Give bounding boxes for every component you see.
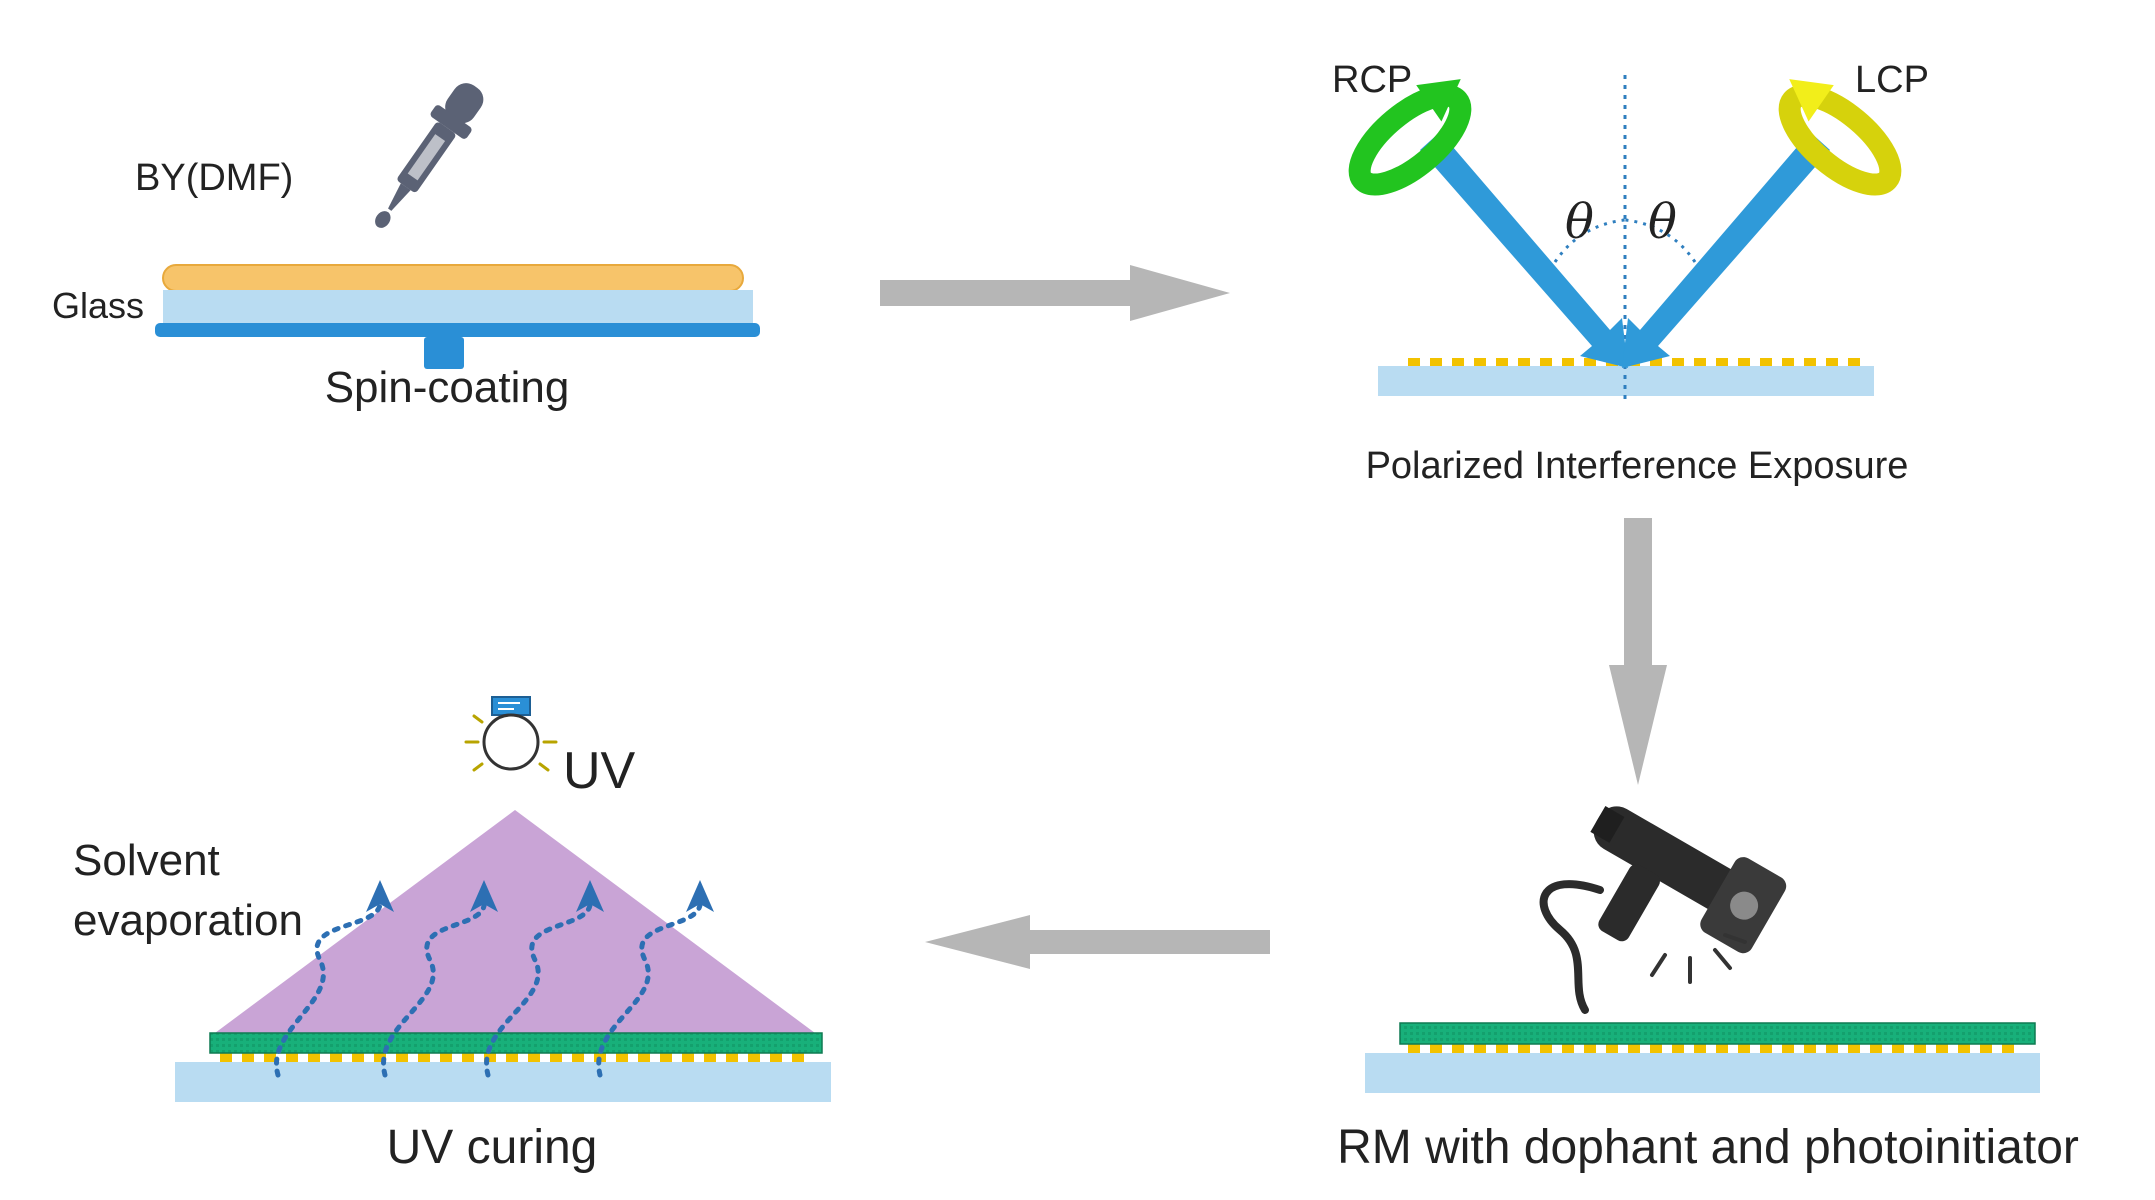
- uv-label: UV: [563, 742, 636, 800]
- spray-gun-icon: [1590, 805, 1787, 954]
- exposure-glass: [1378, 366, 1874, 396]
- rm-film: [1399, 1022, 2036, 1045]
- cure-rm-film: [209, 1032, 823, 1054]
- step-rm-spray: RM with dophant and photoinitiator: [1337, 805, 2079, 1174]
- step-interference-exposure: θ θ RCP LCP Polarized Interference Expos…: [1332, 59, 1929, 487]
- spray-mist: [1650, 933, 1747, 984]
- angle-theta-right: θ: [1648, 194, 1677, 250]
- spin-shaft: [424, 337, 464, 369]
- evaporation-arrowhead-1: [366, 880, 394, 912]
- cure-glass: [175, 1062, 831, 1102]
- evaporation-arrow-1: [274, 897, 383, 1078]
- rm-glass: [1365, 1053, 2040, 1093]
- interference-exposure-caption: Polarized Interference Exposure: [1366, 445, 1909, 487]
- evaporation-arrow-3: [484, 897, 593, 1078]
- rm-alignment-layer: [1400, 1044, 2020, 1053]
- dropper-icon: [375, 83, 484, 228]
- process-arrow-right: [880, 265, 1230, 321]
- step-uv-curing: UV Solvent evaporation UV curing: [73, 696, 831, 1174]
- spin-coating-caption: Spin-coating: [325, 363, 570, 412]
- angle-theta-left: θ: [1565, 194, 1594, 250]
- evaporation-arrowhead-4: [686, 880, 714, 912]
- right-beam: [1622, 132, 1830, 368]
- cure-alignment-layer: [210, 1053, 810, 1062]
- evaporation-label-line1: Solvent: [73, 836, 220, 885]
- substrate-label: Glass: [52, 285, 144, 326]
- evaporation-arrow-4: [596, 897, 703, 1078]
- solution-label: BY(DMF): [135, 157, 293, 199]
- uv-light-cone: [215, 810, 815, 1033]
- evaporation-label-line2: evaporation: [73, 896, 303, 945]
- uv-curing-caption: UV curing: [387, 1121, 598, 1174]
- process-arrow-left: [925, 915, 1270, 969]
- lcp-polarization-icon: [1778, 79, 1902, 196]
- rcp-label: RCP: [1332, 59, 1412, 101]
- spray-hose: [1539, 880, 1604, 1014]
- process-arrow-down: [1609, 518, 1667, 785]
- spin-stage: [155, 323, 760, 337]
- step-spin-coating: BY(DMF) Glass Spin-coating: [52, 83, 760, 412]
- evaporation-arrow-2: [381, 897, 487, 1078]
- evaporation-arrowhead-3: [576, 880, 604, 912]
- glass-substrate: [163, 290, 753, 324]
- lcp-label: LCP: [1855, 59, 1929, 101]
- rm-caption: RM with dophant and photoinitiator: [1337, 1121, 2079, 1174]
- uv-bulb-icon: [464, 696, 558, 772]
- evaporation-arrowhead-2: [470, 880, 498, 912]
- coating-layer: [162, 264, 744, 292]
- left-beam: [1420, 132, 1628, 368]
